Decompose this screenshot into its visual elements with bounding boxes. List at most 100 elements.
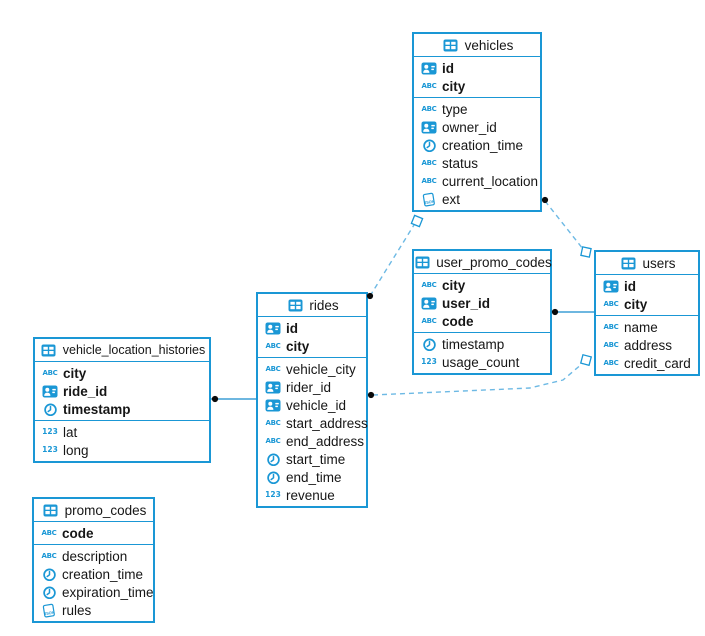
- field-name: city: [442, 78, 466, 94]
- text-type-icon: ABC: [603, 340, 619, 349]
- id-card-icon: [419, 121, 439, 134]
- text-type-icon: ABC: [603, 358, 619, 367]
- text-type-icon: ABC: [265, 341, 281, 350]
- text-type-icon: ABC: [603, 299, 619, 308]
- time-type-icon: [263, 452, 283, 467]
- relation-square-marker: [579, 353, 593, 367]
- field-row: ABC credit_card: [596, 354, 698, 372]
- field-name: creation_time: [62, 566, 144, 582]
- field-name: code: [442, 313, 474, 329]
- field-name: ext: [442, 191, 461, 207]
- table-header[interactable]: rides: [258, 294, 366, 317]
- id-card-icon: [419, 297, 439, 310]
- field-row: ride_id: [35, 382, 209, 400]
- field-name: vehicle_city: [286, 361, 356, 377]
- table-icon: [41, 504, 61, 517]
- field-name: ride_id: [63, 383, 108, 399]
- svg-text:JSON: JSON: [44, 609, 55, 616]
- time-type-icon: [39, 585, 59, 600]
- svg-text:JSON: JSON: [424, 198, 435, 205]
- relation-dot-marker: [211, 395, 219, 403]
- field-name: end_time: [286, 469, 342, 485]
- field-name: status: [442, 155, 479, 171]
- text-type-icon: ABC: [265, 418, 281, 427]
- table-header[interactable]: users: [596, 252, 698, 275]
- field-name: expiration_time: [62, 584, 154, 600]
- relation-dot-marker: [551, 308, 559, 316]
- text-type-icon: ABC: [421, 81, 437, 90]
- field-name: start_time: [286, 451, 346, 467]
- text-type-icon: ABC: [421, 176, 437, 185]
- table-title: users: [642, 255, 676, 271]
- field-name: city: [286, 338, 310, 354]
- field-row: rider_id: [258, 378, 366, 396]
- field-row: ABC current_location: [414, 172, 540, 190]
- field-name: rules: [62, 602, 92, 618]
- field-row: ABC city: [258, 337, 366, 355]
- field-row: start_time: [258, 450, 366, 468]
- field-name: user_id: [442, 295, 491, 311]
- table-icon: [412, 256, 432, 269]
- field-name: name: [624, 319, 658, 335]
- id-card-icon: [40, 385, 60, 398]
- table-header[interactable]: user_promo_codes: [412, 251, 552, 274]
- field-name: rider_id: [286, 379, 332, 395]
- field-row: expiration_time: [34, 583, 154, 601]
- time-type-icon: [263, 470, 283, 485]
- field-row: ABC city: [35, 364, 209, 382]
- table-header[interactable]: vehicle_location_histories: [35, 339, 209, 362]
- time-type-icon: [419, 138, 439, 153]
- number-type-icon: 123: [421, 357, 437, 367]
- relation-square-marker: [580, 246, 592, 258]
- time-type-icon: [39, 567, 59, 582]
- id-card-icon: [263, 381, 283, 394]
- field-name: current_location: [442, 173, 539, 189]
- field-name: credit_card: [624, 355, 691, 371]
- field-name: long: [63, 442, 89, 458]
- id-card-icon: [263, 322, 283, 335]
- field-row: creation_time: [34, 565, 153, 583]
- id-card-icon: [263, 399, 283, 412]
- text-type-icon: ABC: [42, 368, 58, 377]
- text-type-icon: ABC: [603, 322, 619, 331]
- table-header[interactable]: promo_codes: [34, 499, 153, 522]
- field-name: city: [63, 365, 87, 381]
- relation-dot-marker: [541, 196, 549, 204]
- field-name: address: [624, 337, 673, 353]
- table-title: vehicles: [464, 37, 514, 53]
- table-icon: [285, 299, 305, 312]
- relation-line: [369, 224, 415, 297]
- field-row: id: [596, 277, 698, 295]
- text-type-icon: ABC: [41, 528, 57, 537]
- table-header[interactable]: vehicles: [414, 34, 540, 57]
- table-title: promo_codes: [64, 502, 147, 518]
- number-type-icon: 123: [265, 490, 281, 500]
- table-title: user_promo_codes: [436, 254, 552, 270]
- field-name: timestamp: [442, 336, 505, 352]
- field-name: city: [442, 277, 466, 293]
- field-name: description: [62, 548, 128, 564]
